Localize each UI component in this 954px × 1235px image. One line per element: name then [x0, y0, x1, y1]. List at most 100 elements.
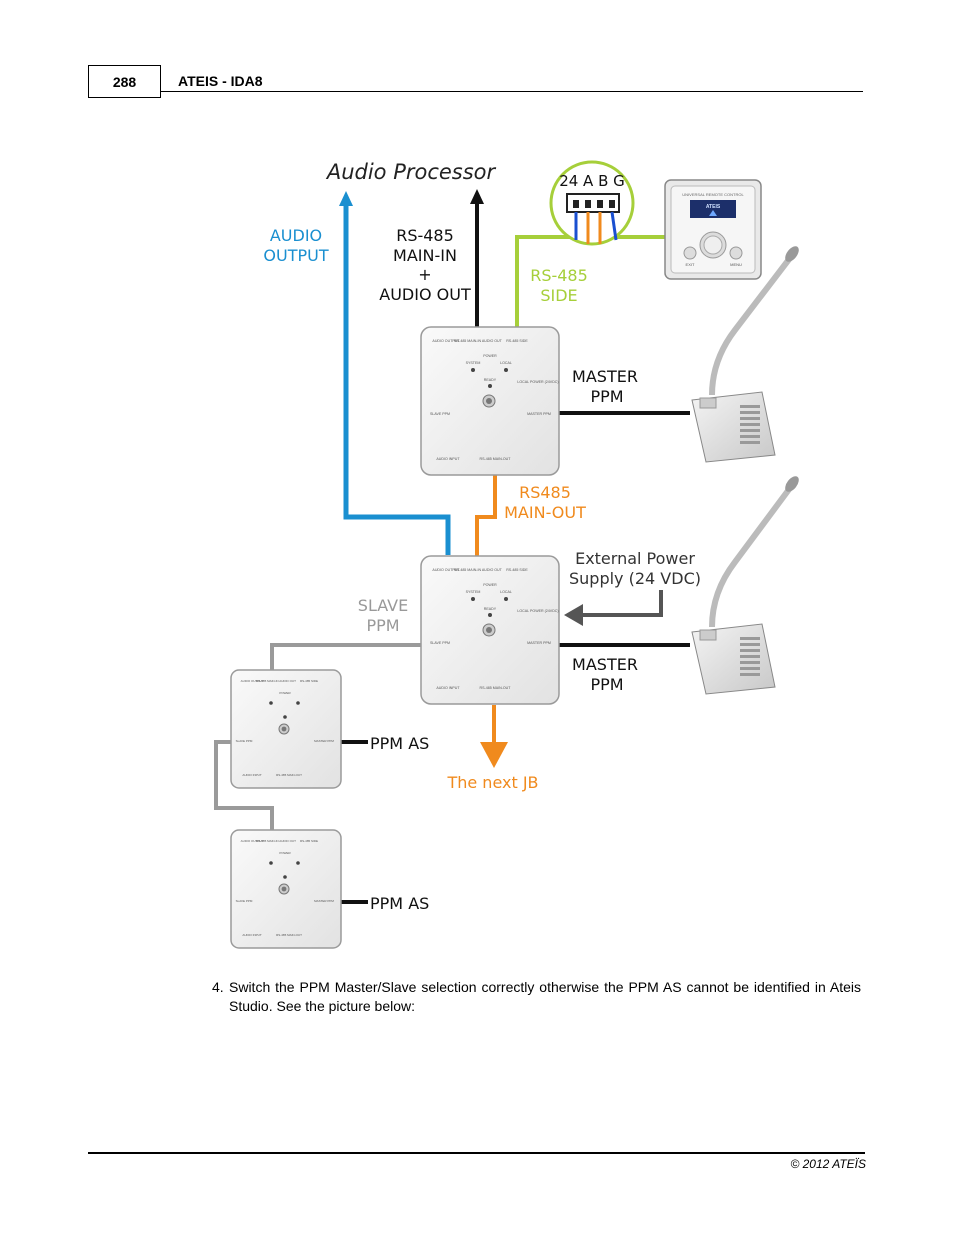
master-ppm-line: MASTER [572, 655, 638, 674]
remote-panel-exit: EXIT [686, 262, 695, 267]
jb-label: RS-485 SIDE [506, 568, 528, 572]
remote-panel-logo: ATEIS [706, 204, 721, 210]
jb-label: LOCAL [500, 590, 512, 594]
paging-microphone-2 [691, 476, 799, 695]
jb-label: RS-485 MAIN-OUT [480, 457, 512, 461]
jb-label: AUDIO INPUT [242, 933, 262, 937]
next-jb-arrow [480, 742, 508, 768]
rs485-side-line: SIDE [540, 286, 577, 305]
remote-control-panel: UNIVERSAL REMOTE CONTROL ATEIS EXIT MENU [664, 179, 762, 280]
paging-microphone-1 [691, 246, 799, 463]
junction-box-2: AUDIO OUTPUT RS-485 MAIN-IN AUDIO OUT RS… [420, 555, 560, 705]
ppm-as-label-1: PPM AS [370, 734, 429, 753]
connector-label: 24 A B G [559, 172, 625, 190]
jb-label: AUDIO OUTPUT [241, 839, 264, 843]
slave-ppm-wire [214, 643, 422, 830]
master-ppm-line: MASTER [572, 367, 638, 386]
jb-label: AUDIO OUTPUT [432, 339, 460, 343]
jb-label: SLAVE PPM [236, 739, 253, 743]
external-power-arrow [564, 604, 583, 626]
rs485-main-out-wire [475, 475, 497, 745]
rs485-main-out-label: RS485 MAIN-OUT [504, 483, 586, 522]
jb-label: RS-485 SIDE [506, 339, 528, 343]
step-text: Switch the PPM Master/Slave selection co… [229, 979, 861, 1014]
master-ppm-line: PPM [590, 675, 623, 694]
remote-panel-menu: MENU [730, 262, 742, 267]
master-ppm-line: PPM [590, 387, 623, 406]
jb-label: SYSTEM [466, 361, 481, 365]
jb-label: AUDIO INPUT [436, 457, 460, 461]
rs485-main-arrow [470, 189, 484, 204]
audio-output-line: OUTPUT [263, 246, 328, 265]
master-ppm-wires [340, 411, 690, 904]
master-ppm-label-1: MASTER PPM [572, 367, 638, 406]
audio-output-line: AUDIO [270, 226, 322, 245]
jb-label: RS-485 SIDE [300, 679, 318, 683]
slave-ppm-line: PPM [366, 616, 399, 635]
ppm-as-label-2: PPM AS [370, 894, 429, 913]
jb-label: SLAVE PPM [236, 899, 253, 903]
audio-output-label: AUDIO OUTPUT [263, 226, 328, 265]
rs485-main-label: RS-485 MAIN-IN + AUDIO OUT [379, 226, 471, 304]
junction-box-1: AUDIO OUTPUT RS-485 MAIN-IN AUDIO OUT RS… [420, 326, 560, 476]
audio-output-wire [343, 205, 451, 555]
master-ppm-label-2: MASTER PPM [572, 655, 638, 694]
jb-label: POWER [483, 583, 497, 587]
slave-ppm-label: SLAVE PPM [358, 596, 408, 635]
page-number: 288 [88, 65, 161, 98]
jb-label: MASTER PPM [314, 739, 334, 743]
footer-divider [88, 1152, 865, 1154]
rs485-side-line: RS-485 [530, 266, 588, 285]
jb-label: RS-485 MAIN-OUT [480, 686, 512, 690]
jb-label: LOCAL [500, 361, 512, 365]
rs485-main-line: + [418, 265, 431, 284]
next-jb-label: The next JB [446, 773, 538, 792]
jb-label: RS-485 MAIN-IN AUDIO OUT [256, 679, 296, 683]
slave-ppm-line: SLAVE [358, 596, 408, 615]
audio-output-arrow [339, 191, 353, 206]
jb-label: READY [484, 607, 497, 611]
external-power-line: Supply (24 VDC) [569, 569, 701, 588]
jb-label: AUDIO OUTPUT [432, 568, 460, 572]
external-power-wire [580, 590, 663, 617]
jb-label: RS-485 MAIN-IN AUDIO OUT [454, 339, 503, 343]
ateis-logo-icon [709, 210, 717, 216]
junction-box-4: AUDIO OUTPUT RS-485 MAIN-IN AUDIO OUT RS… [230, 829, 342, 949]
jb-label: AUDIO OUTPUT [241, 679, 264, 683]
jb-label: RS-485 MAIN-OUT [276, 933, 302, 937]
jb-label: LOCAL POWER (24VDC) [517, 380, 558, 384]
rs485-main-line: MAIN-IN [393, 246, 457, 265]
jb-label: RS-485 SIDE [300, 839, 318, 843]
footer-copyright: © 2012 ATEÏS [790, 1157, 866, 1171]
document-title: ATEIS - IDA8 [178, 73, 263, 89]
jb-label: READY [484, 378, 497, 382]
rs485-main-out-line: RS485 [519, 483, 571, 502]
remote-panel-header: UNIVERSAL REMOTE CONTROL [682, 192, 744, 197]
jb-label: SYSTEM [466, 590, 481, 594]
jb-label: MASTER PPM [527, 412, 551, 416]
jb-label: MASTER PPM [314, 899, 334, 903]
header-divider [161, 91, 863, 92]
jb-label: AUDIO INPUT [242, 773, 262, 777]
jb-label: POWER [279, 851, 291, 855]
rs485-main-line: RS-485 [396, 226, 454, 245]
jb-label: SLAVE PPM [430, 641, 450, 645]
jb-label: RS-485 MAIN-IN AUDIO OUT [454, 568, 503, 572]
rs485-main-out-line: MAIN-OUT [504, 503, 586, 522]
jb-label: LOCAL POWER (24VDC) [517, 609, 558, 613]
jb-label: RS-485 MAIN-OUT [276, 773, 302, 777]
audio-processor-label: Audio Processor [325, 160, 497, 184]
jb-label: AUDIO INPUT [436, 686, 460, 690]
rs485-main-line: AUDIO OUT [379, 285, 471, 304]
rs485-side-label: RS-485 SIDE [530, 266, 588, 305]
step-number: 4. [212, 979, 224, 995]
external-power-label: External Power Supply (24 VDC) [569, 549, 701, 588]
junction-box-3: AUDIO OUTPUT RS-485 MAIN-IN AUDIO OUT RS… [230, 669, 342, 789]
jb-label: MASTER PPM [527, 641, 551, 645]
jb-label: RS-485 MAIN-IN AUDIO OUT [256, 839, 296, 843]
jb-label: POWER [483, 354, 497, 358]
connector-detail: 24 A B G [549, 160, 635, 246]
external-power-line: External Power [575, 549, 695, 568]
jb-label: SLAVE PPM [430, 412, 450, 416]
